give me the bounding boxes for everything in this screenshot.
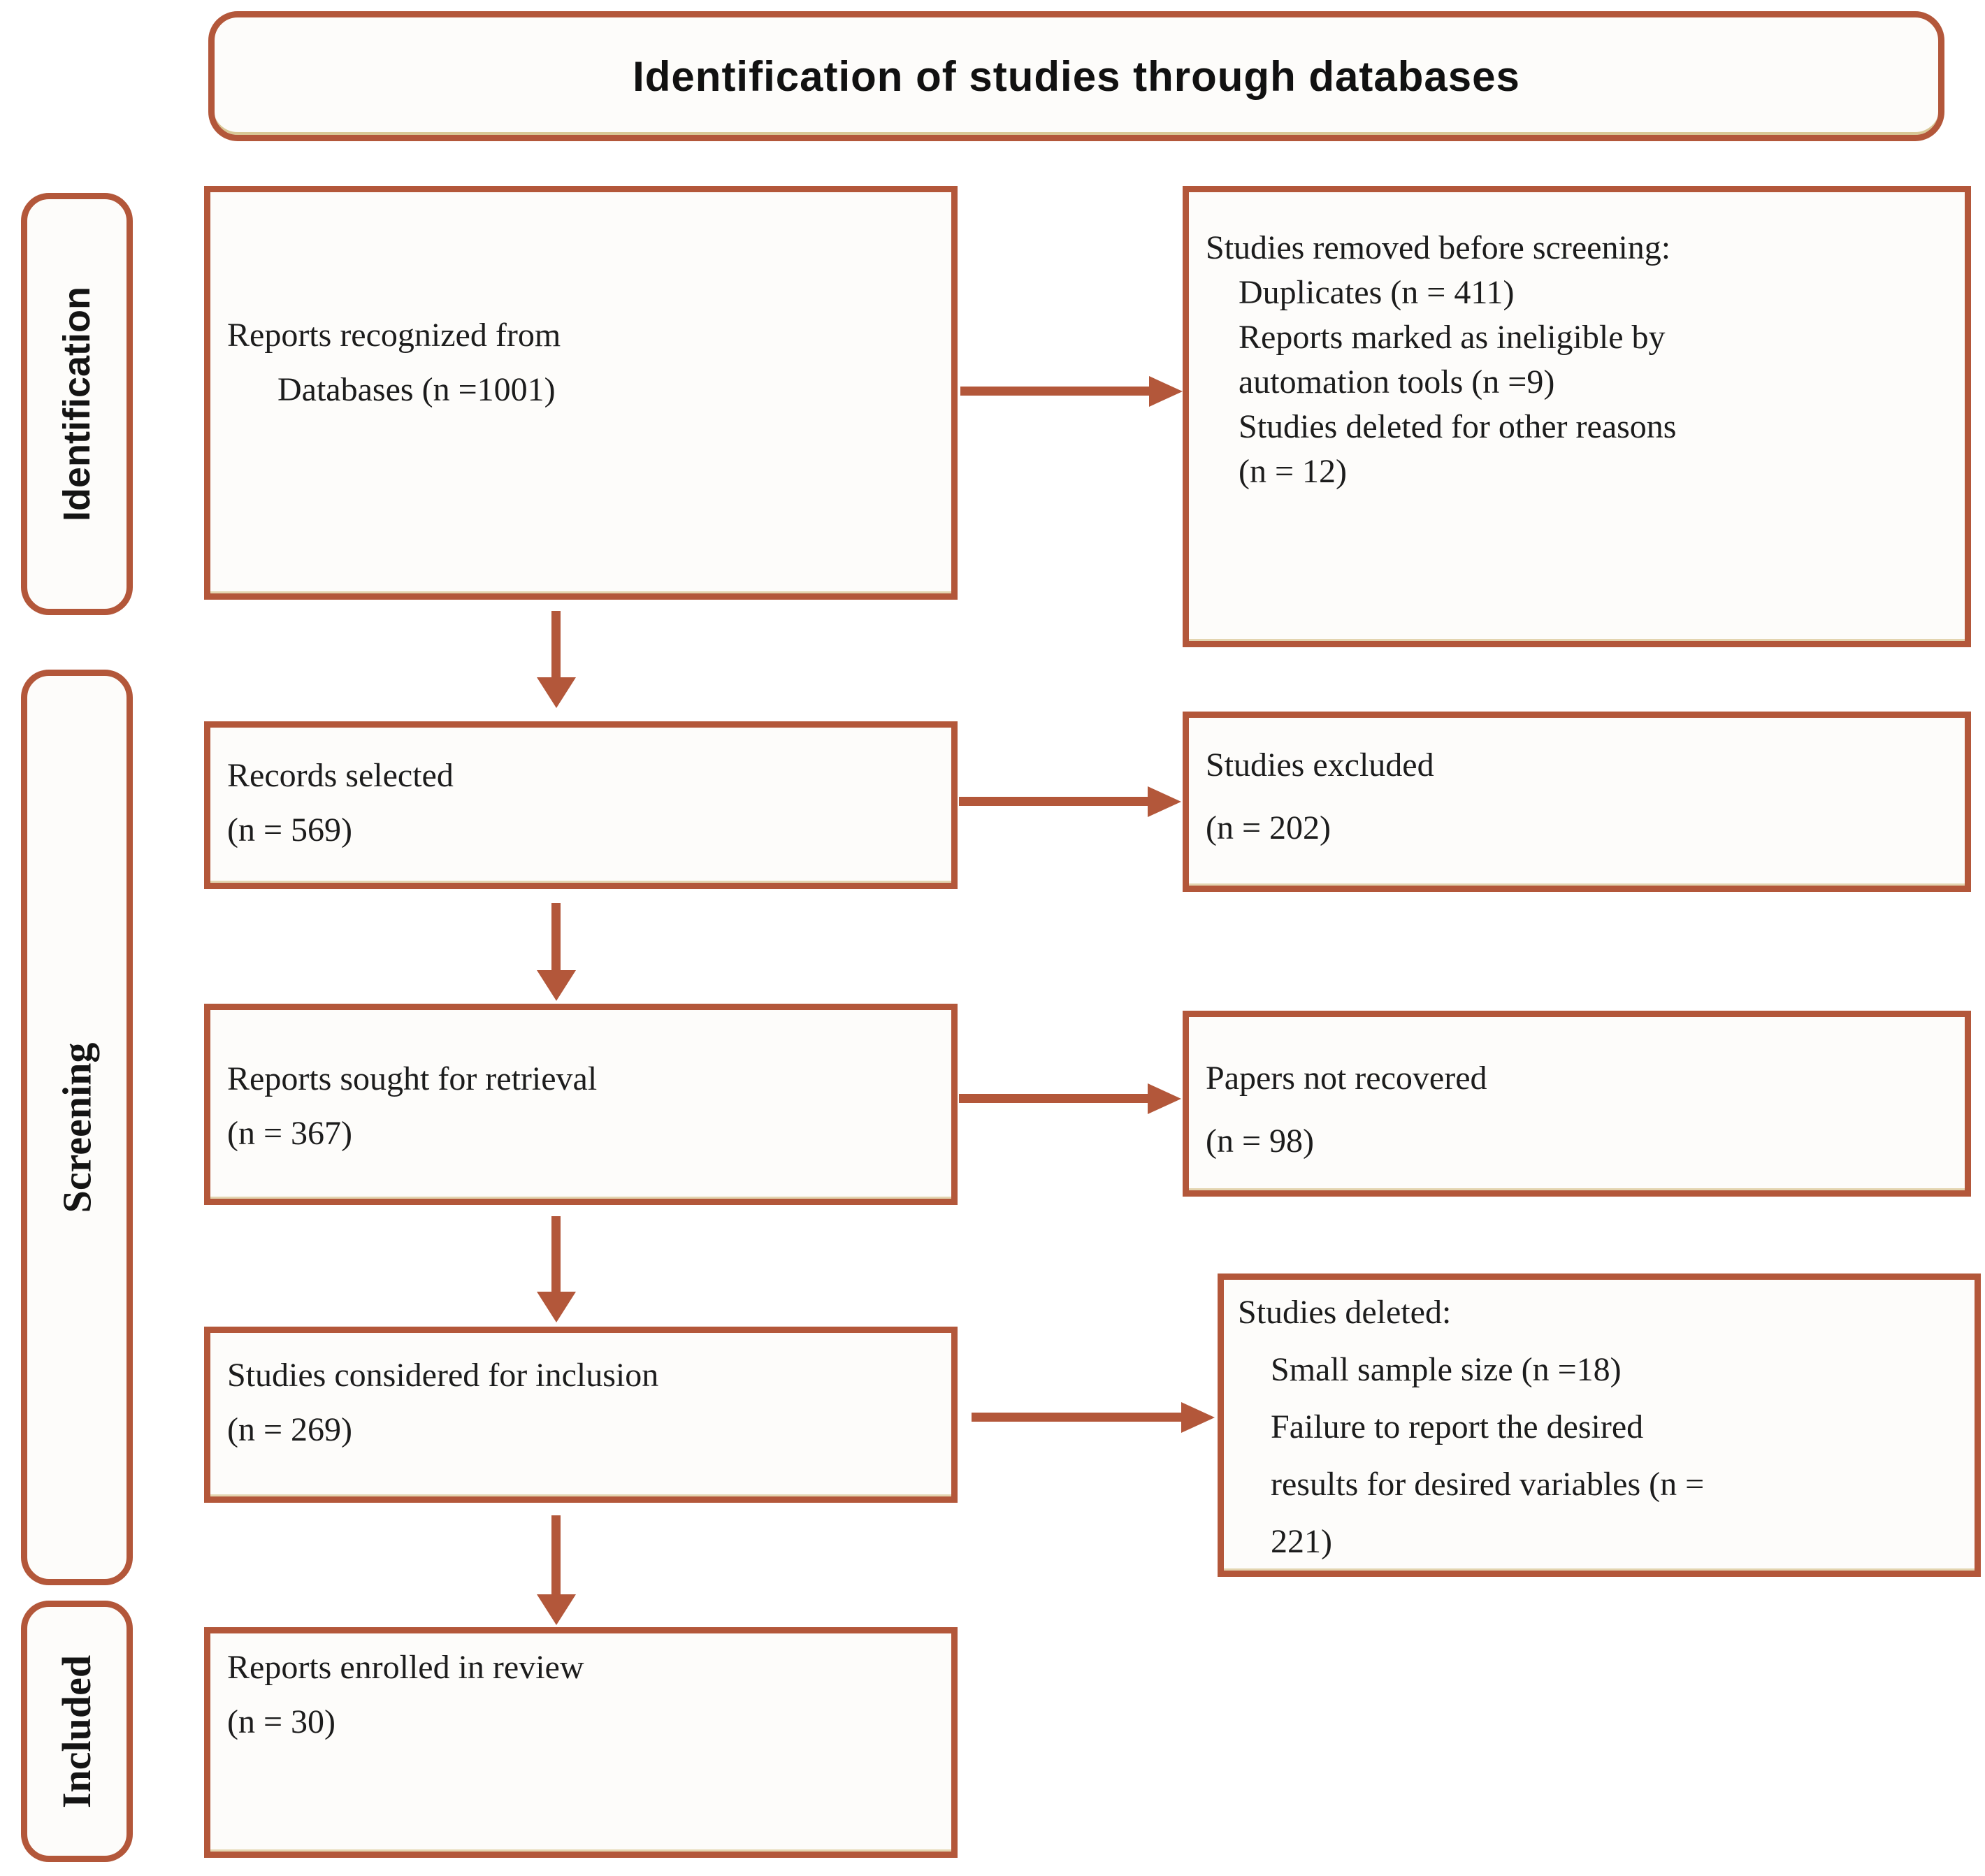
arrow-head-icon (537, 1594, 576, 1625)
box-text-line: Papers not recovered (1206, 1060, 1487, 1097)
box-text-line: Studies deleted: (1238, 1294, 1452, 1331)
box-text-line: (n = 98) (1206, 1123, 1315, 1160)
arrow-head-icon (1149, 376, 1183, 407)
box-text-line: Small sample size (n =18) (1271, 1351, 1622, 1388)
arrow-shaft (551, 903, 561, 972)
arrow-head-icon (1148, 786, 1181, 817)
studies-excluded-box: Studies excluded (n = 202) (1183, 712, 1971, 892)
reports-enrolled-box: Reports enrolled in review (n = 30) (204, 1627, 958, 1858)
arrow-shaft (551, 611, 561, 681)
box-text-line: 221) (1271, 1523, 1332, 1560)
box-text-line: Reports marked as ineligible by (1239, 319, 1666, 356)
arrow-head-icon (1181, 1402, 1215, 1433)
box-text-line: Duplicates (n = 411) (1239, 274, 1515, 311)
page-title: Identification of studies through databa… (633, 52, 1520, 100)
arrow-shaft (959, 797, 1149, 806)
box-text-line: (n = 202) (1206, 809, 1331, 846)
arrow-shaft (959, 1094, 1149, 1103)
arrow-head-icon (537, 677, 576, 708)
stage-identification-label: Identification (56, 287, 98, 521)
stage-screening: Screening (21, 670, 133, 1585)
stage-included: Included (21, 1601, 133, 1862)
reports-sought-box: Reports sought for retrieval (n = 367) (204, 1004, 958, 1205)
records-selected-box: Records selected (n = 569) (204, 721, 958, 889)
stage-identification: Identification (21, 193, 133, 615)
title-box: Identification of studies through databa… (208, 11, 1944, 141)
arrow-shaft (972, 1413, 1183, 1422)
box-text-line: (n = 12) (1239, 453, 1348, 490)
studies-removed-box: Studies removed before screening: Duplic… (1183, 186, 1971, 647)
reports-recognized-box: Reports recognized from Databases (n =10… (204, 186, 958, 600)
stage-screening-label: Screening (54, 1042, 100, 1213)
box-text-line: Reports sought for retrieval (227, 1060, 598, 1097)
box-text-line: Studies removed before screening: (1206, 229, 1671, 266)
box-text-line: Reports recognized from (227, 317, 561, 354)
box-text-line: Studies considered for inclusion (227, 1357, 659, 1394)
arrow-shaft (551, 1216, 561, 1293)
box-text-line: Studies deleted for other reasons (1239, 408, 1677, 445)
box-text-line: (n = 569) (227, 811, 353, 849)
stage-included-label: Included (54, 1654, 100, 1808)
box-text-line: (n = 269) (227, 1411, 353, 1448)
box-text-line: Reports enrolled in review (227, 1649, 584, 1686)
arrow-head-icon (537, 970, 576, 1001)
box-text-line: Failure to report the desired (1271, 1408, 1644, 1445)
box-text-line: Records selected (227, 757, 454, 794)
studies-deleted-box: Studies deleted: Small sample size (n =1… (1218, 1273, 1981, 1577)
arrow-shaft (960, 387, 1150, 396)
box-text-line: (n = 30) (227, 1703, 336, 1740)
arrow-head-icon (537, 1292, 576, 1322)
papers-not-recovered-box: Papers not recovered (n = 98) (1183, 1011, 1971, 1197)
box-text-line: Databases (n =1001) (277, 371, 556, 408)
box-text-line: automation tools (n =9) (1239, 363, 1555, 401)
box-text-line: results for desired variables (n = (1271, 1466, 1705, 1503)
arrow-shaft (551, 1515, 561, 1596)
box-text-line: (n = 367) (227, 1115, 353, 1152)
arrow-head-icon (1148, 1083, 1181, 1114)
studies-considered-box: Studies considered for inclusion (n = 26… (204, 1327, 958, 1503)
box-text-line: Studies excluded (1206, 746, 1434, 784)
